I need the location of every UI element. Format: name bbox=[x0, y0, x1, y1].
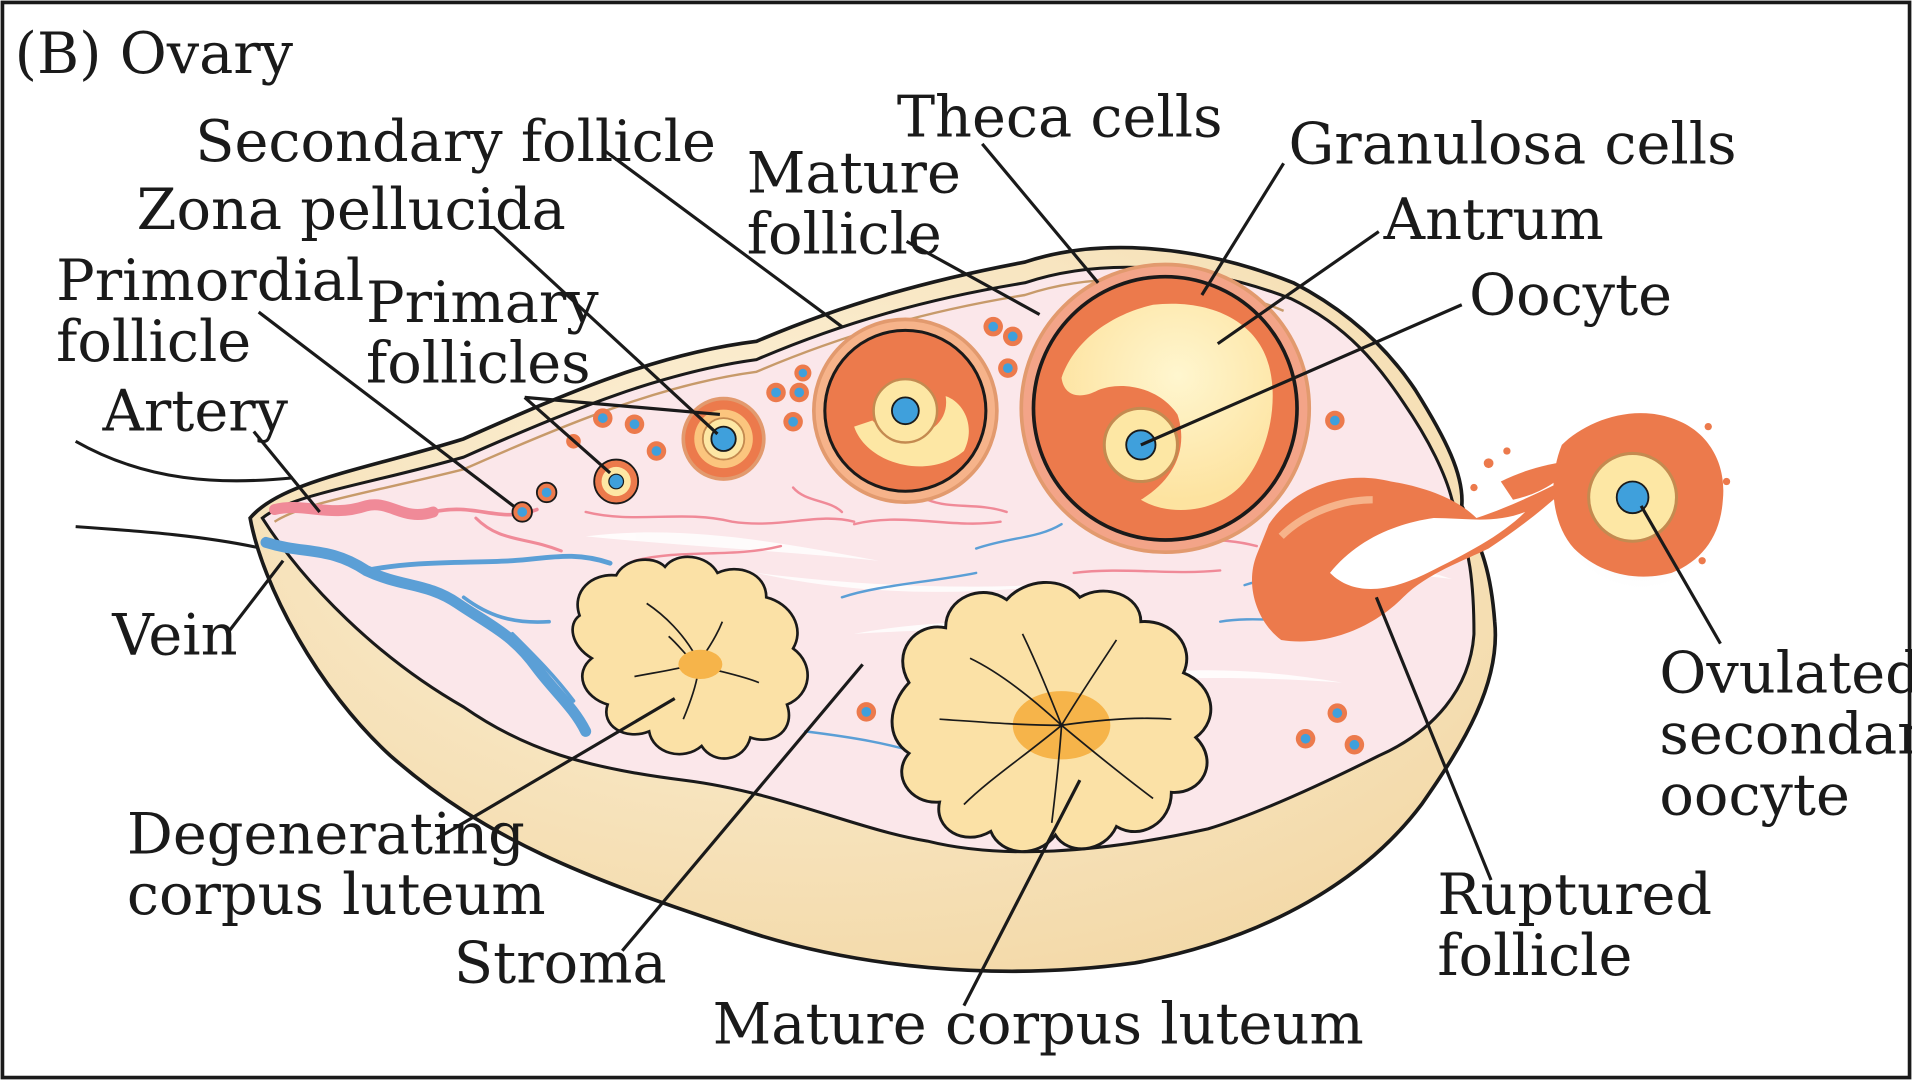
primary-follicle-large bbox=[681, 396, 766, 481]
label-ovulated-line3: oocyte bbox=[1659, 761, 1849, 828]
label-mature-corpus-luteum: Mature corpus luteum bbox=[713, 990, 1364, 1057]
ruptured-follicle bbox=[1251, 469, 1587, 642]
label-ruptured-line1: Ruptured bbox=[1437, 861, 1712, 928]
label-artery: Artery bbox=[101, 377, 288, 444]
label-degenerating-line2: corpus luteum bbox=[127, 861, 546, 928]
ovulated-oocyte bbox=[1470, 413, 1731, 592]
label-vein: Vein bbox=[111, 602, 237, 669]
label-ovulated-line1: Ovulated bbox=[1659, 639, 1912, 706]
label-zona-pellucida: Zona pellucida bbox=[137, 176, 566, 243]
antrum bbox=[1061, 303, 1273, 511]
label-degenerating-line1: Degenerating bbox=[127, 800, 525, 867]
vein-vessels bbox=[260, 522, 1356, 757]
label-ovulated-line2: secondary bbox=[1659, 700, 1912, 767]
label-primary-follicles-line1: Primary bbox=[366, 269, 599, 336]
panel-title: (B) Ovary bbox=[15, 20, 294, 87]
label-primordial-follicle-line2: follicle bbox=[56, 308, 251, 375]
leader-lines bbox=[225, 142, 1722, 1007]
label-theca-cells: Theca cells bbox=[897, 84, 1223, 151]
label-antrum: Antrum bbox=[1383, 186, 1604, 253]
label-ruptured-line2: follicle bbox=[1437, 922, 1632, 989]
label-granulosa-cells: Granulosa cells bbox=[1288, 110, 1736, 177]
label-primordial-follicle-line1: Primordial bbox=[56, 247, 364, 314]
ligament-line-lower bbox=[75, 525, 263, 551]
primordial-follicles bbox=[511, 316, 1365, 755]
label-oocyte: Oocyte bbox=[1469, 262, 1672, 329]
labels: Secondary follicle Zona pellucida Primor… bbox=[56, 84, 1912, 1058]
mature-corpus-luteum bbox=[890, 581, 1213, 853]
label-primary-follicles-line2: follicles bbox=[366, 330, 591, 397]
ligament-line-upper bbox=[74, 439, 293, 483]
degenerating-corpus-luteum bbox=[571, 555, 809, 760]
label-stroma: Stroma bbox=[454, 930, 667, 997]
mature-follicle bbox=[1019, 262, 1312, 555]
label-mature-follicle-line2: follicle bbox=[747, 201, 942, 268]
artery-vessels bbox=[269, 486, 1258, 575]
secondary-follicle bbox=[812, 317, 999, 505]
label-secondary-follicle: Secondary follicle bbox=[195, 108, 716, 175]
label-mature-follicle-line1: Mature bbox=[747, 140, 961, 207]
